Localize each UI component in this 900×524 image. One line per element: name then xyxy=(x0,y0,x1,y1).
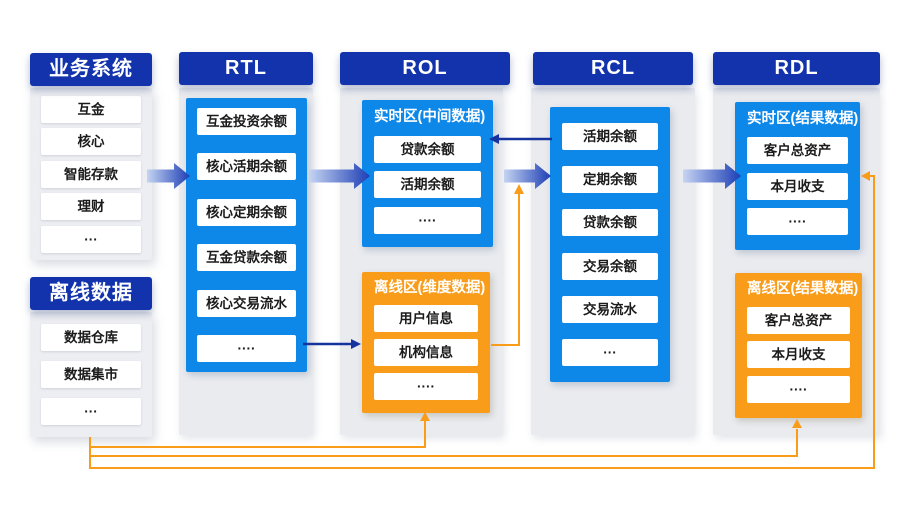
list-item: 互金投资余额 xyxy=(197,108,296,135)
zone-title: 实时区(中间数据) xyxy=(374,109,486,125)
zone-title: 离线区(维度数据) xyxy=(374,280,486,296)
header-business-system: 业务系统 xyxy=(30,53,152,86)
list-item: ··· xyxy=(41,398,141,425)
list-item: ···· xyxy=(374,373,478,400)
header-offline-data: 离线数据 xyxy=(30,277,152,310)
list-item: 理财 xyxy=(41,193,141,220)
list-item: ··· xyxy=(41,225,141,253)
header-rtl: RTL xyxy=(179,52,313,85)
list-item: 核心定期余额 xyxy=(197,198,296,226)
list-item: 贷款余额 xyxy=(562,209,658,237)
list-item: 客户总资产 xyxy=(747,137,848,165)
list-item: 活期余额 xyxy=(562,123,658,150)
list-item: 互金 xyxy=(41,95,141,123)
header-rol: ROL xyxy=(340,52,510,85)
zone-title: 离线区(结果数据) xyxy=(747,281,859,297)
list-item: 用户信息 xyxy=(374,305,478,332)
rtl-box: 互金投资余额 核心活期余额 核心定期余额 互金贷款余额 核心交易流水 ···· xyxy=(186,98,307,372)
list-item: ···· xyxy=(197,334,296,362)
list-item: 机构信息 xyxy=(374,339,478,366)
list-item: 贷款余额 xyxy=(374,135,481,163)
list-item: 核心活期余额 xyxy=(197,153,296,181)
list-item: ···· xyxy=(374,206,481,234)
list-item: 本月收支 xyxy=(747,172,848,200)
header-rdl: RDL xyxy=(713,52,880,85)
list-item: 核心 xyxy=(41,128,141,155)
list-item: 定期余额 xyxy=(562,166,658,194)
list-item: ··· xyxy=(562,338,658,366)
offline-data-card: 数据仓库 数据集市 ··· xyxy=(30,312,152,437)
business-system-card: 互金 核心 智能存款 理财 ··· xyxy=(30,88,152,260)
zone-title: 实时区(结果数据) xyxy=(747,111,859,127)
list-item: 交易流水 xyxy=(562,295,658,323)
list-item: 本月收支 xyxy=(747,341,850,369)
list-item: 数据集市 xyxy=(41,361,141,388)
rdl-realtime-zone: 实时区(结果数据) 客户总资产 本月收支 ···· xyxy=(735,102,860,250)
list-item: 核心交易流水 xyxy=(197,289,296,317)
list-item: 数据仓库 xyxy=(41,324,141,351)
list-item: 客户总资产 xyxy=(747,306,850,334)
arrowhead-up-icon xyxy=(514,184,524,194)
header-rcl: RCL xyxy=(533,52,693,85)
list-item: 活期余额 xyxy=(374,171,481,199)
list-item: ···· xyxy=(747,207,848,235)
list-item: 智能存款 xyxy=(41,160,141,188)
rol-realtime-zone: 实时区(中间数据) 贷款余额 活期余额 ···· xyxy=(362,100,493,247)
rdl-offline-zone: 离线区(结果数据) 客户总资产 本月收支 ···· xyxy=(735,273,862,418)
list-item: 交易余额 xyxy=(562,252,658,280)
list-item: ···· xyxy=(747,375,850,403)
rol-offline-zone: 离线区(维度数据) 用户信息 机构信息 ···· xyxy=(362,272,490,413)
rcl-box: 活期余额 定期余额 贷款余额 交易余额 交易流水 ··· xyxy=(550,107,670,382)
list-item: 互金贷款余额 xyxy=(197,244,296,272)
